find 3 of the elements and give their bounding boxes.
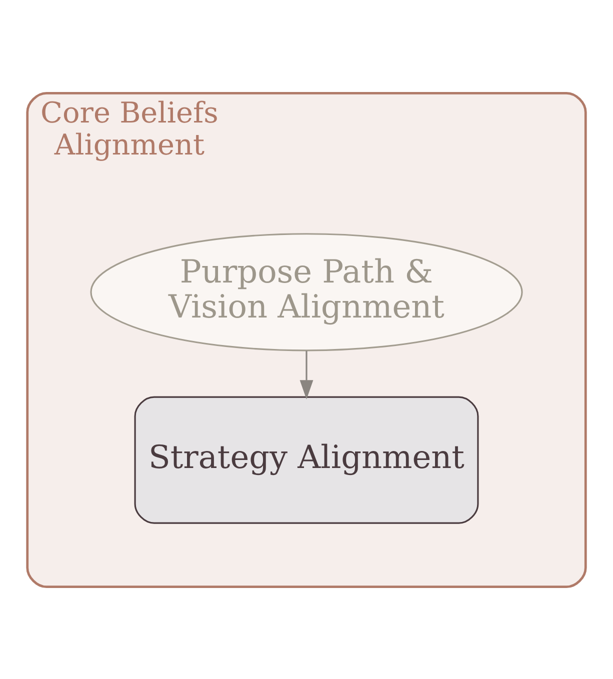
arrow (300, 350, 314, 399)
node-ellipse: Purpose Path & Vision Alignment (90, 232, 523, 351)
node-box: Strategy Alignment (134, 396, 479, 524)
